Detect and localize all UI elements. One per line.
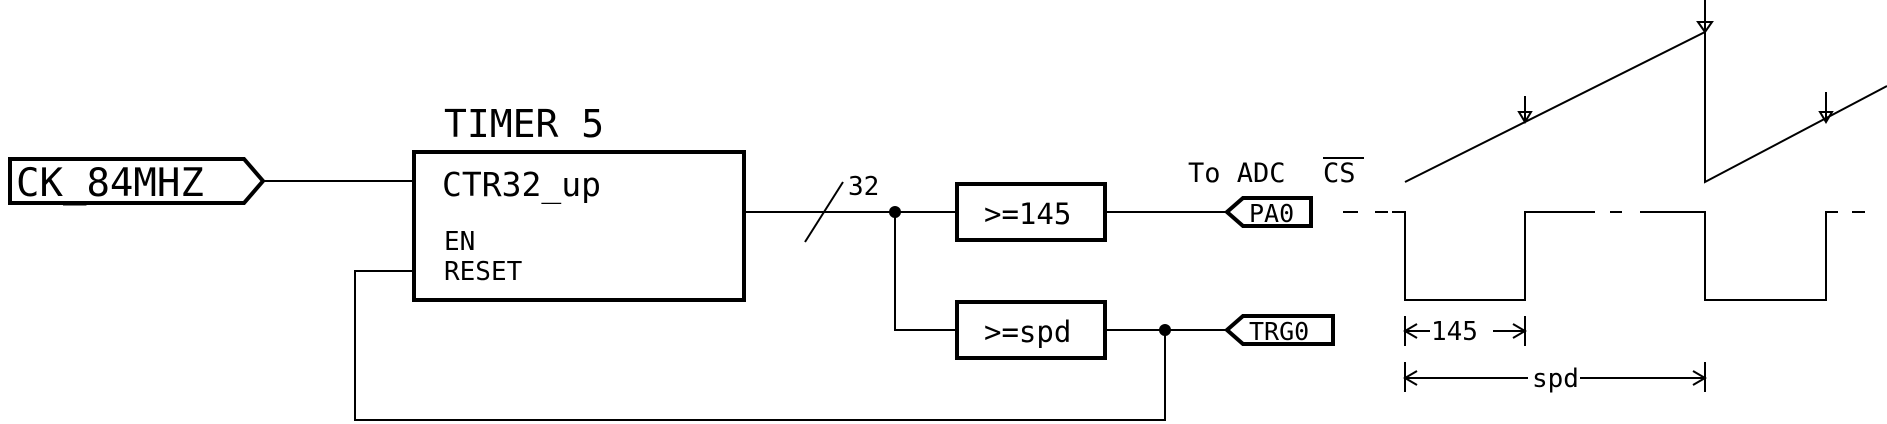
cs-pulse-waveform [1343,211,1865,301]
pulse-width-dimension: 145 [1403,316,1527,347]
period-dim-arrow-left [1403,370,1418,386]
bus-branch-wire [894,212,957,331]
bus-width-label: 32 [848,172,879,202]
port-pa0-label: PA0 [1249,199,1294,228]
trg0-junction [1159,324,1171,336]
pin-en-label: EN [444,227,475,257]
reset-feedback-wire [354,270,1166,421]
period-dim-arrow-right [1692,370,1707,386]
clock-port-outline [8,157,266,205]
period-label: spd [1532,364,1579,394]
comparator-145-label: >=145 [984,197,1071,231]
period-dimension: spd [1403,362,1707,394]
port-trg0: TRG0 [1223,314,1335,346]
adc-cs-signal: CS [1323,158,1356,189]
counter-block [412,150,746,302]
counter-ramp-waveform [1404,0,1887,184]
cs-trace-2 [1640,211,1838,301]
bus-width-slash [804,181,844,243]
port-trg0-label: TRG0 [1249,317,1309,346]
comparator-spd-label: >=spd [984,315,1071,349]
adc-note: To ADC [1188,158,1286,189]
clock-port: CK_84MHZ [8,157,266,206]
clock-port-label: CK_84MHZ [16,161,204,206]
pulse-dim-arrow-right [1512,323,1527,339]
pulse-width-label: 145 [1431,317,1478,347]
pin-reset-label: RESET [444,257,523,287]
cs-trace-1 [1392,211,1595,301]
sample-arrow-3-head [1818,111,1834,124]
sample-arrow-2-head [1696,21,1714,34]
port-pa0-outline [1223,196,1313,228]
timer-title: TIMER 5 [444,102,604,146]
pulse-dim-arrow-left [1403,323,1418,339]
sample-arrow-1-head [1517,111,1533,124]
port-pa0: PA0 [1223,196,1313,228]
ramp-trace [1404,30,1887,184]
port-trg0-outline [1223,314,1335,346]
counter-name: CTR32_up [442,165,601,205]
